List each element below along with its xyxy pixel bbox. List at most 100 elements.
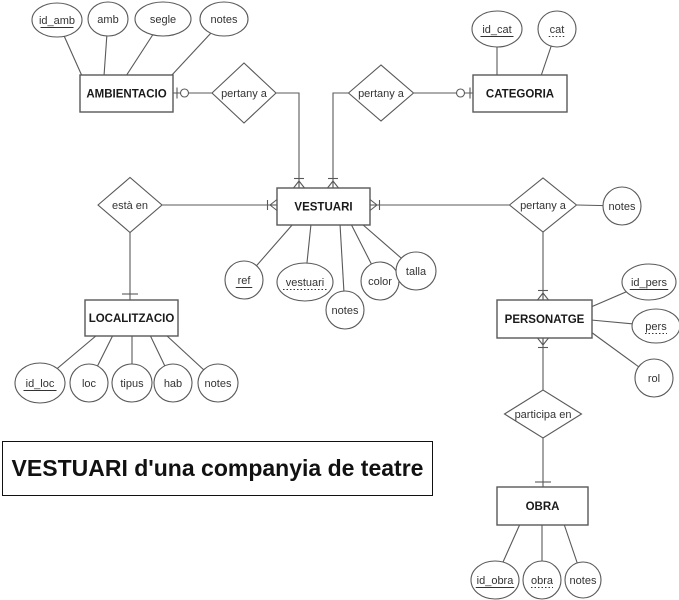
entity-rect — [472, 74, 568, 113]
attribute-label: notes — [211, 14, 238, 26]
entity-rect — [84, 299, 179, 337]
attribute-ellipse — [14, 362, 66, 404]
attribute-ellipse — [634, 358, 674, 398]
entity-personatge: PERSONATGE — [496, 299, 593, 339]
relationship-pertany-a-personatge: pertany a — [508, 177, 578, 233]
crowfoot-prong — [369, 204, 378, 211]
attribute-ellipse — [199, 1, 249, 37]
attribute-personatge-rol: rol — [634, 358, 674, 398]
cardinality-circle-marker — [179, 88, 190, 98]
attribute-label: id_obra — [477, 575, 515, 587]
attribute-label: id_pers — [631, 277, 668, 289]
attribute-label: pers — [645, 321, 667, 333]
attribute-categoria-id_cat: id_cat — [471, 10, 523, 48]
attribute-ellipse — [537, 10, 577, 48]
attribute-ambientacio-amb: amb — [87, 1, 129, 37]
crowfoot-prong — [542, 337, 549, 346]
attribute-ellipse — [395, 251, 437, 291]
attribute-ellipse — [522, 560, 562, 600]
relationship-diamond — [503, 389, 583, 439]
attribute-pertany-a-personatge-notes: notes — [602, 186, 642, 226]
cardinality-circle-marker — [455, 88, 466, 98]
relationship-diamond — [97, 176, 163, 234]
attribute-label: rol — [648, 373, 660, 385]
entity-label: PERSONATGE — [505, 314, 585, 326]
attribute-label: notes — [205, 378, 232, 390]
attribute-ellipse — [325, 290, 365, 330]
attribute-ellipse — [153, 363, 193, 403]
attribute-ellipse — [470, 560, 520, 600]
cardinality-crowfoot-marker — [537, 337, 549, 349]
attribute-ellipse — [621, 263, 677, 301]
attribute-ellipse — [602, 186, 642, 226]
cardinality-crowfoot-marker — [369, 199, 381, 211]
attribute-ellipse — [564, 561, 602, 599]
attribute-localitzacio-id_loc: id_loc — [14, 362, 66, 404]
attribute-label: amb — [97, 14, 118, 26]
attribute-label: loc — [82, 378, 97, 390]
cardinality-crowfoot-marker — [327, 177, 339, 189]
attribute-label: vestuari — [286, 277, 325, 289]
attribute-vestuari-notes: notes — [325, 290, 365, 330]
attribute-personatge-id_pers: id_pers — [621, 263, 677, 301]
crowfoot-prong — [298, 180, 305, 189]
attribute-ellipse — [471, 10, 523, 48]
attribute-categoria-cat: cat — [537, 10, 577, 48]
crowfoot-prong — [537, 337, 544, 346]
attribute-label: ref — [238, 275, 252, 287]
attribute-label: id_loc — [26, 378, 55, 390]
entity-obra: OBRA — [496, 486, 589, 526]
relationship-participa-en: participa en — [503, 389, 583, 439]
relationship-pertany-a-ambientacio: pertany a — [211, 62, 277, 124]
attribute-ambientacio-notes: notes — [199, 1, 249, 37]
crowfoot-prong — [369, 199, 378, 206]
attribute-personatge-pers: pers — [631, 308, 679, 344]
attribute-ellipse — [631, 308, 679, 344]
attribute-label: id_amb — [39, 15, 75, 27]
attribute-label: segle — [150, 14, 176, 26]
relationship-label: pertany a — [358, 88, 405, 100]
attribute-ellipse — [276, 262, 334, 302]
entity-rect — [79, 74, 174, 113]
attribute-ellipse — [69, 363, 109, 403]
entity-rect — [276, 187, 371, 226]
attribute-ambientacio-id_amb: id_amb — [31, 2, 83, 38]
crowfoot-prong — [542, 292, 549, 301]
attribute-localitzacio-tipus: tipus — [111, 363, 153, 403]
cardinality-crowfoot-marker — [537, 289, 549, 301]
diagram-title-box: VESTUARI d'una companyia de teatre — [2, 441, 433, 496]
relationship-esta-en: està en — [97, 176, 163, 234]
relationship-label: participa en — [515, 409, 572, 421]
attribute-obra-notes: notes — [564, 561, 602, 599]
attribute-obra-obra: obra — [522, 560, 562, 600]
attribute-label: notes — [332, 305, 359, 317]
attribute-label: talla — [406, 266, 427, 278]
cardinality-crowfoot-marker — [293, 177, 305, 189]
attribute-vestuari-vestuari: vestuari — [276, 262, 334, 302]
attribute-ellipse — [134, 1, 192, 37]
attribute-label: tipus — [120, 378, 144, 390]
crowfoot-prong — [537, 292, 544, 301]
attribute-vestuari-color: color — [360, 261, 400, 301]
entity-label: CATEGORIA — [486, 89, 554, 101]
edge-pertany-a-cat-to-vestuari — [332, 92, 349, 188]
cardinality-crowfoot-marker — [266, 199, 278, 211]
attribute-vestuari-talla: talla — [395, 251, 437, 291]
attribute-obra-id_obra: id_obra — [470, 560, 520, 600]
relationship-label: pertany a — [520, 200, 567, 212]
crowfoot-prong — [293, 180, 300, 189]
attribute-label: id_cat — [482, 24, 511, 36]
entity-categoria: CATEGORIA — [472, 74, 568, 113]
attribute-ellipse — [197, 363, 239, 403]
attribute-label: obra — [531, 575, 554, 587]
entity-label: VESTUARI — [294, 202, 352, 214]
relationship-label: pertany a — [221, 88, 268, 100]
relationship-diamond — [347, 64, 415, 122]
attribute-label: color — [368, 276, 392, 288]
attribute-label: cat — [550, 24, 565, 36]
entity-label: LOCALITZACIO — [89, 313, 175, 325]
attribute-vestuari-ref: ref — [224, 260, 264, 300]
crowfoot-prong — [269, 204, 278, 211]
entity-label: OBRA — [526, 501, 560, 513]
